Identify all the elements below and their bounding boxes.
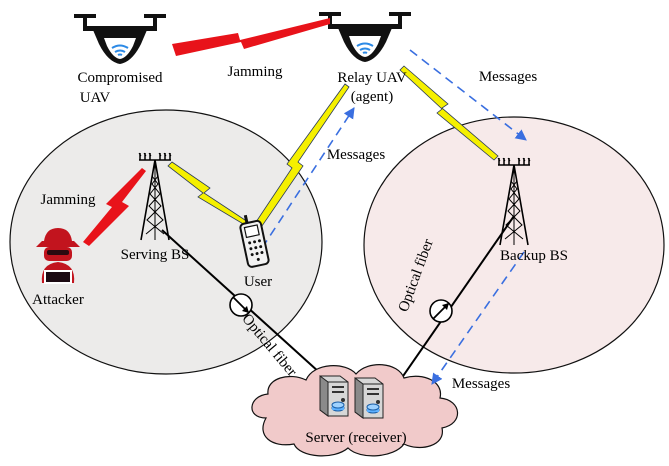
compromised-uav-label-line1: Compromised: [78, 70, 163, 86]
messages-backup-to-server-arrow: [431, 251, 525, 385]
messages-bottom-label: Messages: [452, 376, 510, 392]
attacker-label: Attacker: [32, 292, 84, 308]
messages-relay-to-backup-arrow: [409, 49, 527, 141]
messages-middle-label: Messages: [327, 147, 385, 163]
backup-bs-label: Backup BS: [500, 248, 568, 264]
jamming-left-label: Jamming: [41, 192, 96, 208]
jamming-attacker-bolt: [83, 168, 146, 246]
optical-fiber-right-node-icon: [429, 299, 453, 323]
relay-uav-label-line2: (agent): [351, 89, 393, 105]
relay-uav-label-line1: Relay UAV: [337, 70, 406, 86]
compromised-uav-label-line2: UAV: [80, 90, 111, 106]
optical-fiber-left-node-icon: [229, 293, 253, 317]
optical-fiber-right-line: [391, 215, 515, 393]
server-icon-1: [319, 375, 349, 417]
server-label: Server (receiver): [305, 430, 406, 446]
jamming-uav-bolt: [172, 18, 330, 56]
compromised-uav-icon: [73, 13, 167, 65]
user-label: User: [244, 274, 272, 290]
wireless-user-to-relay-bolt: [255, 83, 350, 227]
user-phone-icon: [239, 214, 270, 268]
server-icon-2: [354, 377, 384, 419]
messages-user-to-relay-arrow: [261, 107, 355, 249]
relay-uav-icon: [318, 11, 412, 63]
serving-bs-label: Serving BS: [121, 247, 190, 263]
jamming-top-label: Jamming: [228, 64, 283, 80]
messages-top-right-label: Messages: [479, 69, 537, 85]
wireless-relay-to-backup-bolt: [399, 65, 499, 161]
attacker-icon: [36, 228, 80, 284]
